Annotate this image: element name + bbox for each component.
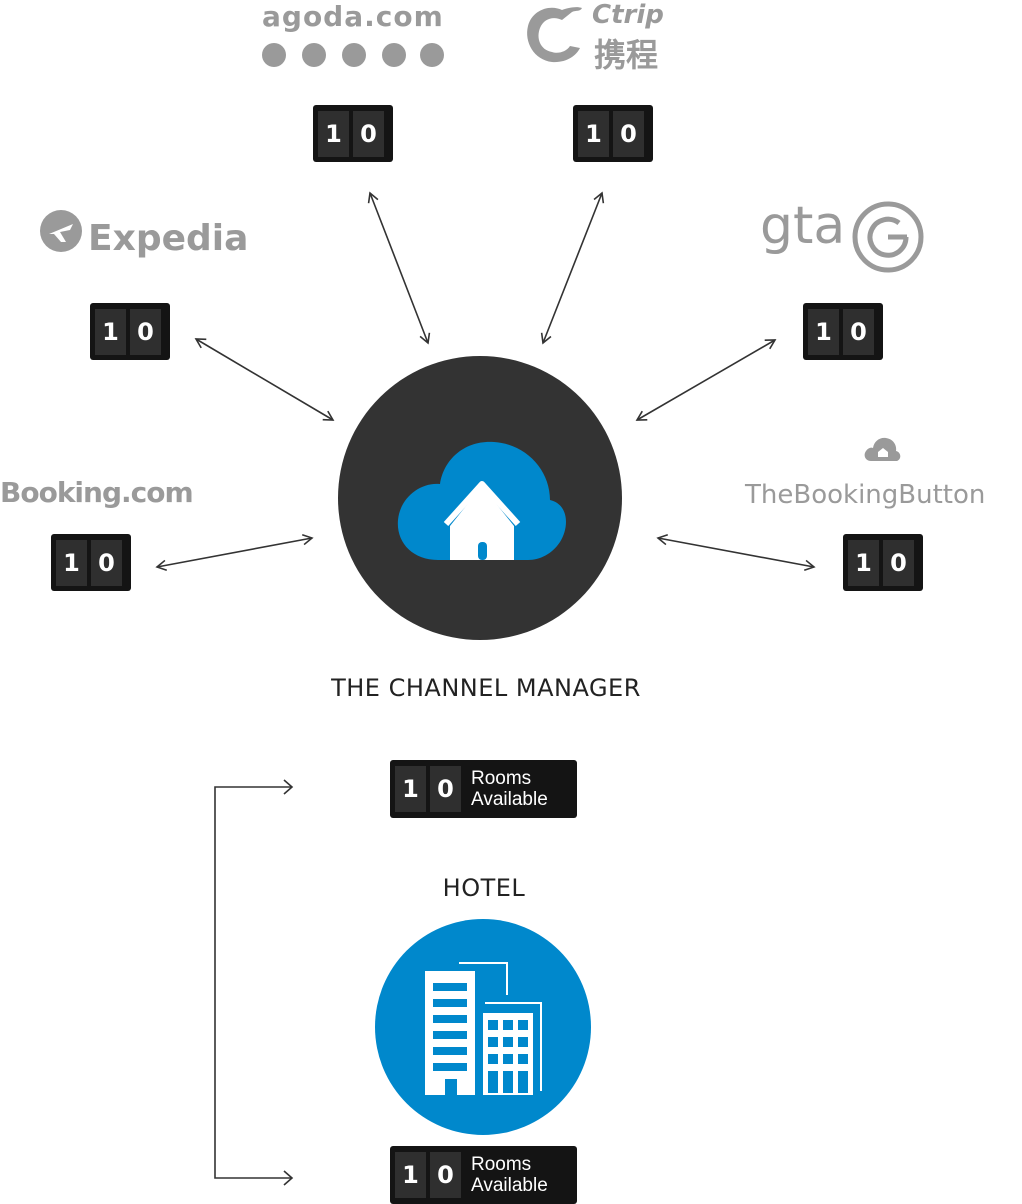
digit: 1 bbox=[318, 110, 349, 157]
digit: 1 bbox=[848, 539, 879, 586]
ctrip-counter: 1 0 bbox=[573, 105, 653, 162]
agoda-counter: 1 0 bbox=[313, 105, 393, 162]
digit: 1 bbox=[95, 308, 126, 355]
rooms-available-label: Rooms Available bbox=[471, 1154, 548, 1196]
arrow-gta bbox=[635, 339, 777, 421]
channel-manager-label: THE CHANNEL MANAGER bbox=[331, 674, 641, 702]
hotel-rooms-counter-bottom: 1 0 Rooms Available bbox=[390, 1146, 577, 1204]
expedia-logo-text: Expedia bbox=[88, 218, 249, 259]
digit: 0 bbox=[430, 766, 461, 812]
arrow-booking bbox=[155, 533, 314, 572]
booking-logo: Booking.com bbox=[0, 476, 194, 509]
ctrip-logo-text: Ctrip bbox=[592, 0, 664, 30]
rooms-available-label: Rooms Available bbox=[471, 768, 548, 810]
gta-counter: 1 0 bbox=[803, 303, 883, 360]
digit: 0 bbox=[91, 539, 122, 586]
digit: 0 bbox=[883, 539, 914, 586]
digit: 0 bbox=[613, 110, 644, 157]
arrow-thebookingbutton bbox=[656, 533, 816, 572]
digit: 1 bbox=[56, 539, 87, 586]
agoda-dots-icon bbox=[262, 43, 444, 67]
digit: 1 bbox=[395, 1152, 426, 1198]
digit: 0 bbox=[353, 110, 384, 157]
thebookingbutton-logo-text: TheBookingButton bbox=[745, 480, 986, 510]
hotel-building-icon bbox=[375, 919, 591, 1135]
expedia-plane-icon bbox=[40, 210, 82, 252]
arrow-expedia bbox=[194, 338, 335, 421]
digit: 0 bbox=[430, 1152, 461, 1198]
arrow-ctrip bbox=[540, 191, 605, 345]
thebookingbutton-cloud-icon bbox=[864, 437, 901, 461]
digit: 0 bbox=[130, 308, 161, 355]
booking-counter: 1 0 bbox=[51, 534, 131, 591]
digit: 0 bbox=[843, 308, 874, 355]
hotel-rooms-counter-top: 1 0 Rooms Available bbox=[390, 760, 577, 818]
arrow-agoda bbox=[367, 191, 431, 345]
gta-logo-text: gta bbox=[760, 196, 846, 256]
expedia-counter: 1 0 bbox=[90, 303, 170, 360]
digit: 1 bbox=[808, 308, 839, 355]
agoda-logo: agoda.com bbox=[262, 0, 444, 33]
gta-circle-icon bbox=[852, 201, 924, 273]
digit: 1 bbox=[578, 110, 609, 157]
ctrip-dolphin-icon bbox=[527, 7, 582, 63]
digit: 1 bbox=[395, 766, 426, 812]
hotel-label: HOTEL bbox=[442, 874, 526, 902]
thebookingbutton-counter: 1 0 bbox=[843, 534, 923, 591]
channel-manager-cloud-icon bbox=[338, 356, 622, 640]
ctrip-logo-cn: 携程 bbox=[594, 36, 659, 74]
hotel-bracket bbox=[214, 786, 292, 1179]
